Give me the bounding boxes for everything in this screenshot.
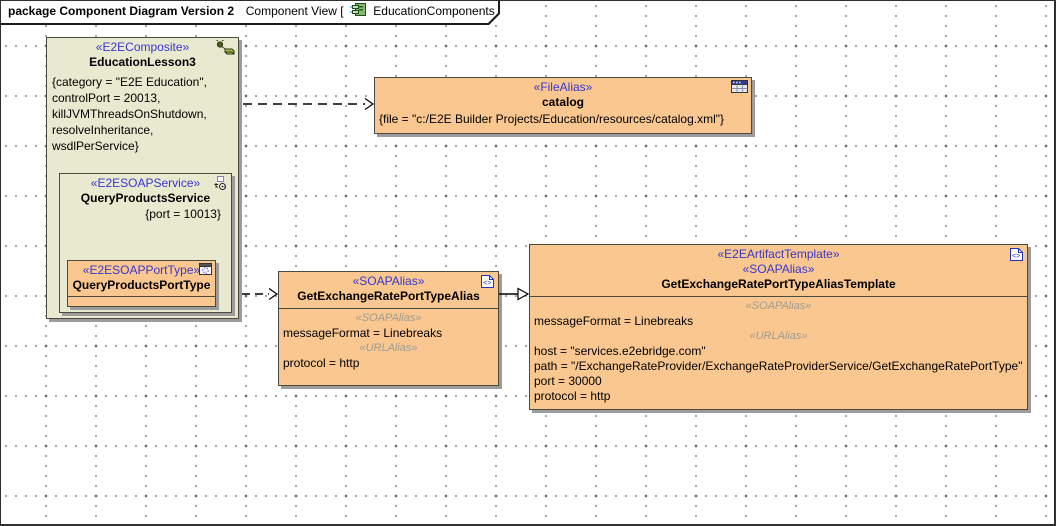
tagged-value-line: wsdlPerService}	[52, 138, 233, 154]
section-stereotype: «SOAPAlias»	[279, 311, 498, 326]
node-education-lesson3[interactable]: «E2EComposite» EducationLesson3 {categor…	[46, 37, 239, 319]
slot-line: protocol = http	[530, 389, 1027, 404]
node-catalog[interactable]: «FileAlias» catalog {file = "c:/E2E Buil…	[374, 77, 752, 134]
file-alias-icon	[731, 80, 748, 93]
diagram-name: EducationComponents	[373, 4, 494, 18]
tagged-values: {category = "E2E Education", controlPort…	[47, 70, 238, 154]
node-get-exchange-rate-port-type-alias[interactable]: <> «SOAPAlias» GetExchangeRatePortTypeAl…	[278, 271, 499, 386]
node-name: QueryProductsService	[60, 191, 231, 206]
stereotype-label: «E2ESOAPPortType»	[68, 261, 215, 278]
dependency-arrow-porttype-to-alias[interactable]	[242, 287, 278, 301]
slot-line: host = "services.e2ebridge.com"	[530, 344, 1027, 359]
node-body: «SOAPAlias» messageFormat = Linebreaks «…	[279, 309, 498, 371]
closing-bracket: ]	[506, 4, 509, 18]
stereotype-label: «E2EComposite»	[47, 38, 238, 55]
tagged-value-line: killJVMThreadsOnShutdown,	[52, 106, 233, 122]
node-query-products-port-type[interactable]: «E2ESOAPPortType» QueryProductsPortType	[67, 260, 216, 307]
node-header: <> «E2EArtifactTemplate» «SOAPAlias» Get…	[530, 245, 1027, 297]
diagram-kind-and-name: package Component Diagram Version 2	[8, 4, 234, 18]
node-name: QueryProductsPortType	[68, 278, 215, 293]
node-query-products-service[interactable]: «E2ESOAPService» QueryProductsService {p…	[59, 173, 232, 313]
empty-compartment	[68, 296, 215, 306]
stereotype-label: «SOAPAlias»	[530, 262, 1027, 277]
svg-text:<>: <>	[483, 280, 491, 287]
slot-line: messageFormat = Linebreaks	[530, 314, 1027, 329]
slot-line: path = "/ExchangeRateProvider/ExchangeRa…	[530, 359, 1027, 374]
generalization-arrow-alias-to-template[interactable]	[499, 287, 529, 301]
node-body: «SOAPAlias» messageFormat = Linebreaks «…	[530, 297, 1027, 404]
stereotype-label: «E2ESOAPService»	[60, 174, 231, 191]
tagged-value-line: {category = "E2E Education",	[52, 74, 233, 90]
node-name: catalog	[375, 95, 751, 110]
stereotype-label: «SOAPAlias»	[279, 272, 498, 289]
port-constraint: {port = 10013}	[60, 206, 231, 222]
tagged-value-line: {file = "c:/E2E Builder Projects/Educati…	[375, 110, 751, 127]
tagged-value-line: resolveInheritance,	[52, 122, 233, 138]
node-get-exchange-rate-port-type-alias-template[interactable]: <> «E2EArtifactTemplate» «SOAPAlias» Get…	[529, 244, 1028, 410]
slot-line: port = 30000	[530, 374, 1027, 389]
node-name: GetExchangeRatePortTypeAlias	[279, 289, 498, 304]
port-type-icon	[199, 263, 212, 275]
svg-text:<>: <>	[1012, 253, 1020, 260]
stereotype-label: «FileAlias»	[375, 78, 751, 95]
node-header: <> «SOAPAlias» GetExchangeRatePortTypeAl…	[279, 272, 498, 309]
component-icon	[350, 2, 367, 17]
section-stereotype: «URLAlias»	[530, 329, 1027, 344]
diagram-frame-tab[interactable]: package Component Diagram Version 2 Comp…	[1, 1, 498, 23]
stereotype-label: «E2EArtifactTemplate»	[530, 245, 1027, 262]
artifact-icon: <>	[1009, 247, 1024, 262]
node-name: EducationLesson3	[47, 55, 238, 70]
diagram-context-label: Component View [	[246, 4, 344, 18]
composite-icon	[215, 40, 235, 57]
node-name: GetExchangeRatePortTypeAliasTemplate	[530, 277, 1027, 292]
slot-line: protocol = http	[279, 356, 498, 371]
section-stereotype: «URLAlias»	[279, 341, 498, 356]
artifact-icon: <>	[480, 274, 495, 289]
soap-service-icon	[214, 176, 228, 191]
slot-line: messageFormat = Linebreaks	[279, 326, 498, 341]
dependency-arrow-lesson-to-catalog[interactable]	[243, 97, 375, 111]
section-stereotype: «SOAPAlias»	[530, 299, 1027, 314]
tagged-value-line: controlPort = 20013,	[52, 90, 233, 106]
